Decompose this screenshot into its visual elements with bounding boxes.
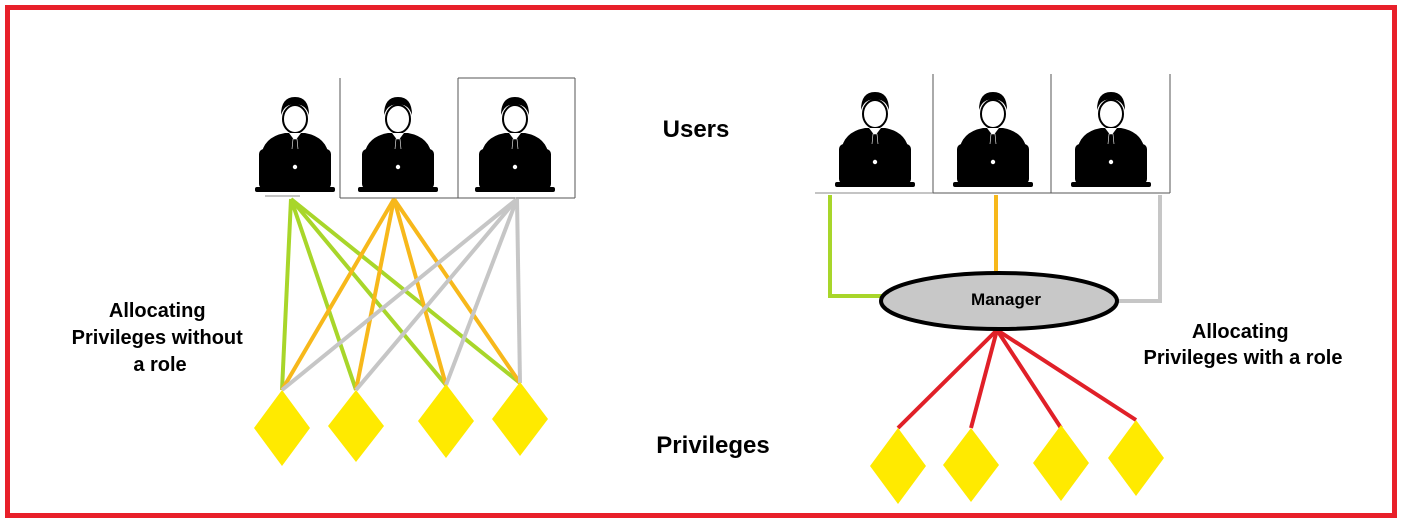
caption-line: a role: [133, 354, 186, 376]
user-at-laptop-icon: [834, 91, 916, 188]
privilege-diamond: [492, 382, 548, 456]
privilege-diamond: [1108, 420, 1164, 496]
privilege-diamond: [870, 428, 926, 504]
caption-line: Privileges without: [72, 327, 243, 349]
left-user-panel: [265, 77, 576, 199]
caption-line: Privileges with a role: [1144, 347, 1343, 369]
user-role-links: [828, 195, 1162, 303]
manager-ellipse: [879, 271, 1119, 331]
user-at-laptop-icon: [357, 96, 439, 193]
user-at-laptop-icon: [1070, 91, 1152, 188]
caption-line: Allocating: [109, 300, 206, 322]
caption-without-role: Allocating Privileges without a role: [72, 300, 249, 376]
privilege-diamond: [328, 390, 384, 462]
privileges-label: Privileges: [656, 432, 769, 459]
user-at-laptop-icon: [952, 91, 1034, 188]
outer-frame: [5, 5, 1397, 518]
role-privilege-links: [896, 328, 1138, 430]
user-at-laptop-icon: [254, 96, 336, 193]
privilege-diamond: [943, 428, 999, 502]
manager-label: Manager: [971, 290, 1041, 309]
right-user-panel: [815, 74, 1171, 194]
user-at-laptop-icon: [474, 96, 556, 193]
privilege-diamond: [254, 390, 310, 466]
privilege-diamond: [418, 384, 474, 458]
privilege-diamond: [1033, 425, 1089, 501]
caption-with-role: Allocating Privileges with a role: [1144, 321, 1343, 369]
direct-links: [280, 197, 522, 392]
caption-line: Allocating: [1192, 321, 1289, 343]
users-label: Users: [663, 116, 730, 143]
